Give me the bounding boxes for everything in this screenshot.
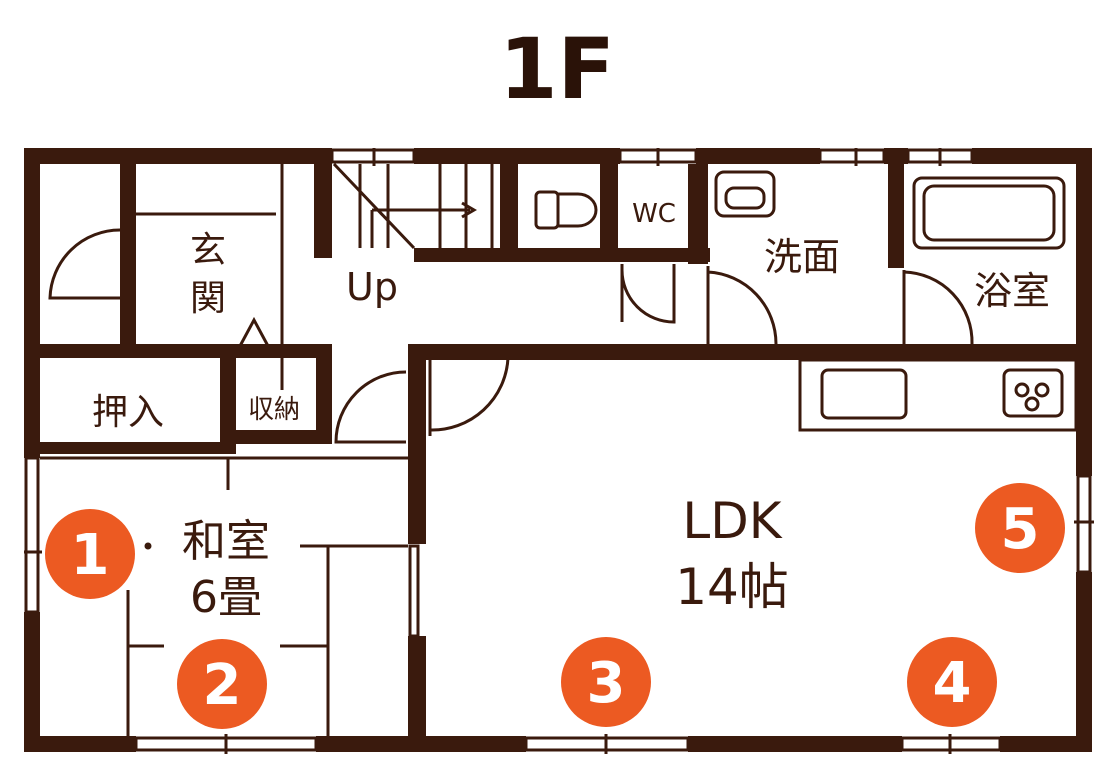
marker-4: 4 <box>907 637 997 727</box>
label-genkan-1: 玄 <box>190 230 226 271</box>
thin-lines <box>40 162 1078 736</box>
label-senmen: 洗面 <box>764 235 840 279</box>
marker-5: 5 <box>975 483 1065 573</box>
windows <box>24 148 1094 754</box>
label-wc: WC <box>632 199 676 229</box>
label-genkan-2: 関 <box>190 278 226 319</box>
outer-walls <box>24 148 1092 752</box>
label-ldk-2: 14帖 <box>675 558 789 616</box>
marker-2: 2 <box>177 639 267 729</box>
label-oshiire: 押入 <box>92 392 164 433</box>
label-up: Up <box>346 265 398 309</box>
marker-1: 1 <box>45 509 135 599</box>
marker-2-number: 2 <box>203 653 242 718</box>
label-ldk-1: LDK <box>682 492 782 550</box>
marker-3-number: 3 <box>587 651 626 716</box>
label-washitsu-2: 6畳 <box>190 572 262 623</box>
label-shuno: 収納 <box>248 395 300 425</box>
floor-title: 1F <box>499 20 615 118</box>
marker-3: 3 <box>561 637 651 727</box>
label-yokushitsu: 浴室 <box>974 269 1050 313</box>
marker-4-number: 4 <box>933 651 972 716</box>
marker-5-number: 5 <box>1001 497 1040 562</box>
marker-1-number: 1 <box>71 523 110 588</box>
interior-walls <box>24 164 1092 752</box>
label-washitsu-1: 和室 <box>182 516 270 567</box>
